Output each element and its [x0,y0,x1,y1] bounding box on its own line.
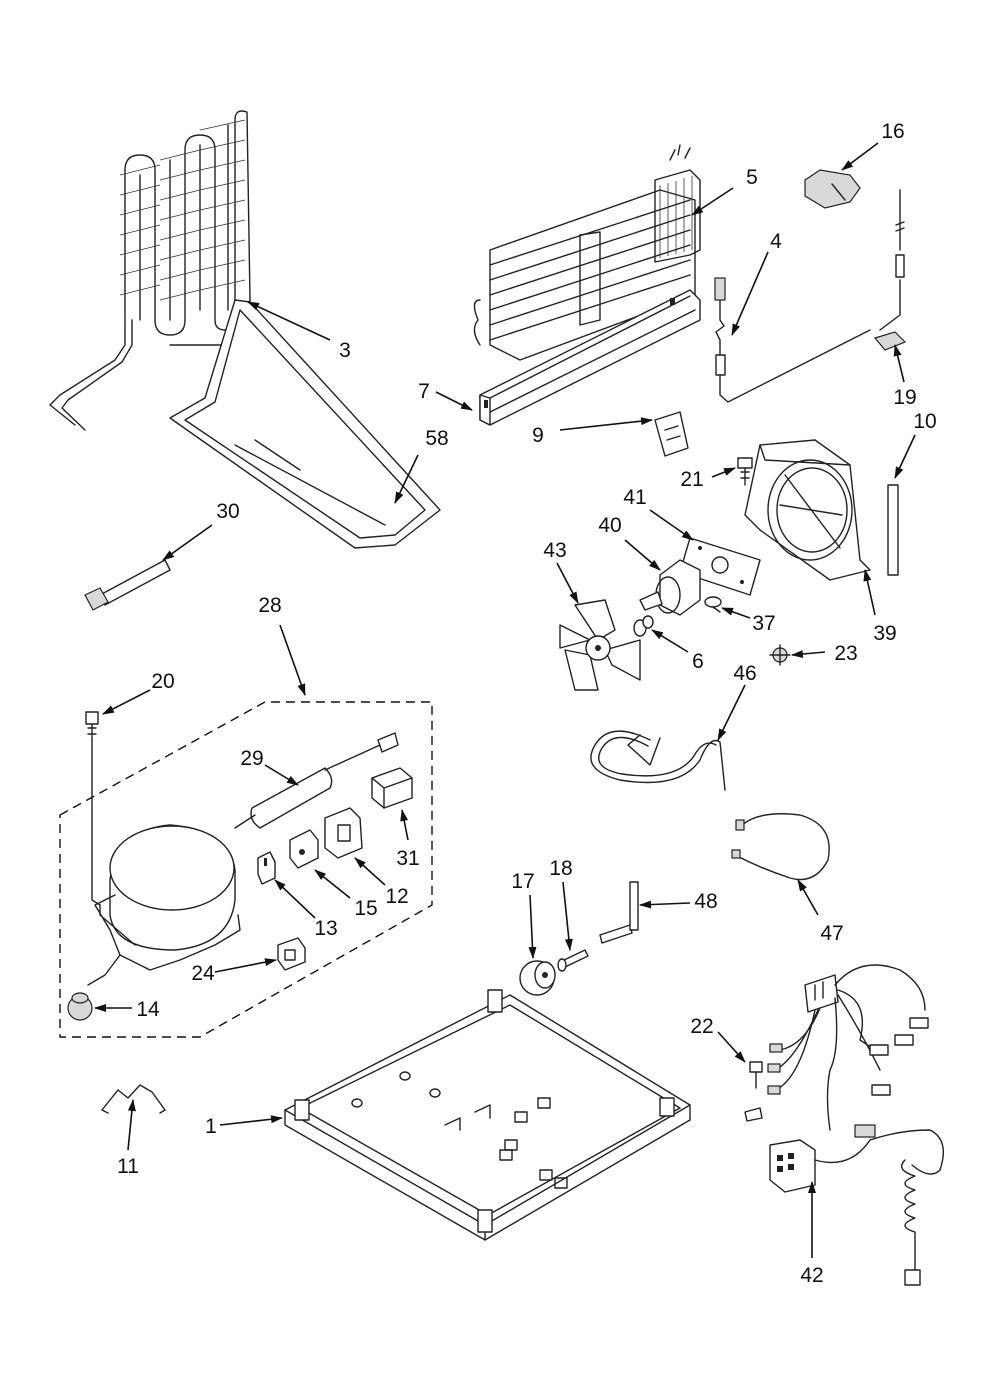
tube-part-30 [84,559,171,611]
callout-19: 19 [893,386,916,409]
callout-4: 4 [770,230,782,253]
callout-48: 48 [694,890,717,913]
callout-1: 1 [205,1115,217,1138]
callout-9: 9 [532,424,544,447]
capacitor-part-29 [234,732,399,829]
callout-41: 41 [623,486,646,509]
leader-lines [94,142,916,1258]
callout-23: 23 [834,642,857,665]
callout-43: 43 [543,539,566,562]
wheel-part-17 [519,960,556,996]
callout-15: 15 [354,897,377,920]
wire-part-47 [731,813,830,881]
callout-12: 12 [385,885,408,908]
callout-42: 42 [800,1264,823,1287]
sensor-wire-part [873,189,907,351]
callout-3: 3 [339,339,351,362]
callout-labels: 3 58 30 5 4 16 7 9 19 10 21 41 40 43 37 … [117,120,937,1287]
callout-7: 7 [418,380,430,403]
callout-10: 10 [913,410,936,433]
tube-part-48 [599,881,639,944]
callout-13: 13 [314,917,337,940]
fan-motor-part [639,559,701,616]
defrost-sensor-part [714,277,871,403]
grommet-part-23 [769,644,791,666]
relay-part-31 [371,767,413,809]
nut-part-6 [633,615,654,637]
callout-58: 58 [425,427,448,450]
fan-blade-part [559,599,641,691]
screw-part-20 [85,711,99,741]
gasket-strip-part-10 [887,484,899,576]
bolt-part-18 [557,949,589,972]
drain-pan-part [169,299,441,549]
callout-16: 16 [881,120,904,143]
callout-5: 5 [746,166,758,189]
callout-22: 22 [690,1015,713,1038]
compressor-part [67,739,241,1021]
callout-11: 11 [117,1155,139,1178]
compressor-group-boundary [59,701,433,1038]
cap-part-16 [804,169,861,209]
callout-17: 17 [511,870,534,893]
callout-24: 24 [191,962,215,985]
overload-part-12 [324,807,363,859]
callout-18: 18 [549,857,572,880]
wire-harness-part [767,964,944,1286]
clip-part-24 [277,937,306,971]
callout-39: 39 [873,622,896,645]
callout-40: 40 [598,514,621,537]
callout-28: 28 [258,594,281,617]
screw-part-37 [704,596,722,613]
callout-30: 30 [216,500,239,523]
callout-20: 20 [151,670,174,693]
callout-31: 31 [396,847,419,870]
screw-part-21 [737,457,753,486]
callout-47: 47 [820,922,843,945]
clip-part-9 [654,411,689,457]
terminal-part-13 [257,851,276,885]
callout-46: 46 [733,662,756,685]
callout-14: 14 [136,998,160,1021]
callout-29: 29 [240,747,263,770]
mount-plate-part-41 [679,537,761,596]
clip-part-11 [101,1084,166,1114]
screw-part-22 [744,1061,763,1122]
evaporator-channel-part [479,289,701,426]
fan-shroud-part [744,439,871,581]
callout-37: 37 [752,612,775,635]
callout-6: 6 [692,650,704,673]
start-device-part-15 [289,829,319,869]
callout-21: 21 [680,468,703,491]
base-frame-part [284,989,691,1241]
drain-tube-part [590,730,726,791]
